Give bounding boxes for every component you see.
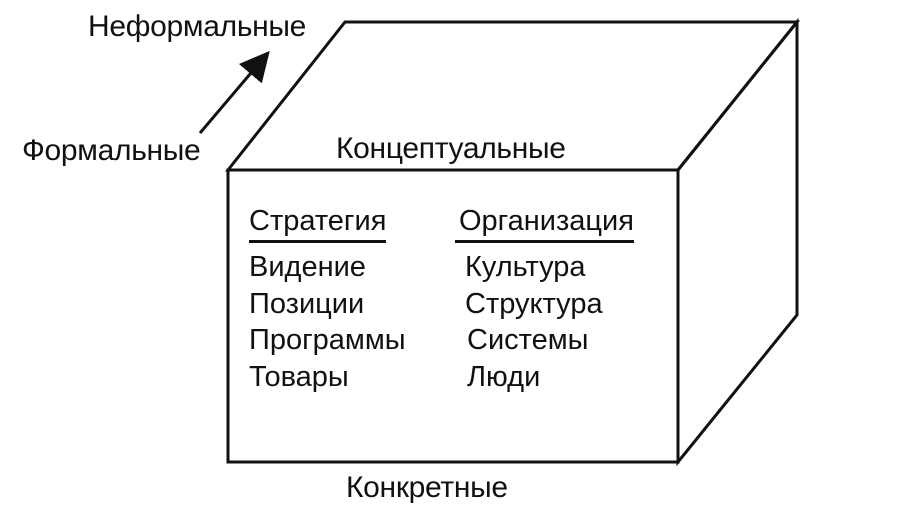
organization-column: Организация Культура Структура Системы Л… [455,203,634,395]
strategy-item: Видение [249,251,366,283]
cube-front-face [226,168,680,464]
strategy-item: Позиции [249,287,365,320]
formal-label: Формальные [22,134,201,167]
strategy-item: Программы [249,324,406,356]
cube-right-face [676,17,799,467]
organization-heading: Организация [455,204,634,243]
strategy-column: Стратегия Видение Позиции Программы Това… [249,203,406,395]
organization-item: Люди [467,360,541,393]
organization-item: Структура [465,287,603,320]
strategy-heading: Стратегия [249,204,387,243]
conceptual-label: Концептуальные [336,132,566,165]
strategy-item: Товары [249,360,349,393]
informal-label: Неформальные [88,10,307,43]
organization-item: Системы [467,324,589,356]
formal-informal-arrow [198,50,270,134]
concrete-label: Конкретные [346,471,508,504]
organization-item: Культура [465,251,586,283]
